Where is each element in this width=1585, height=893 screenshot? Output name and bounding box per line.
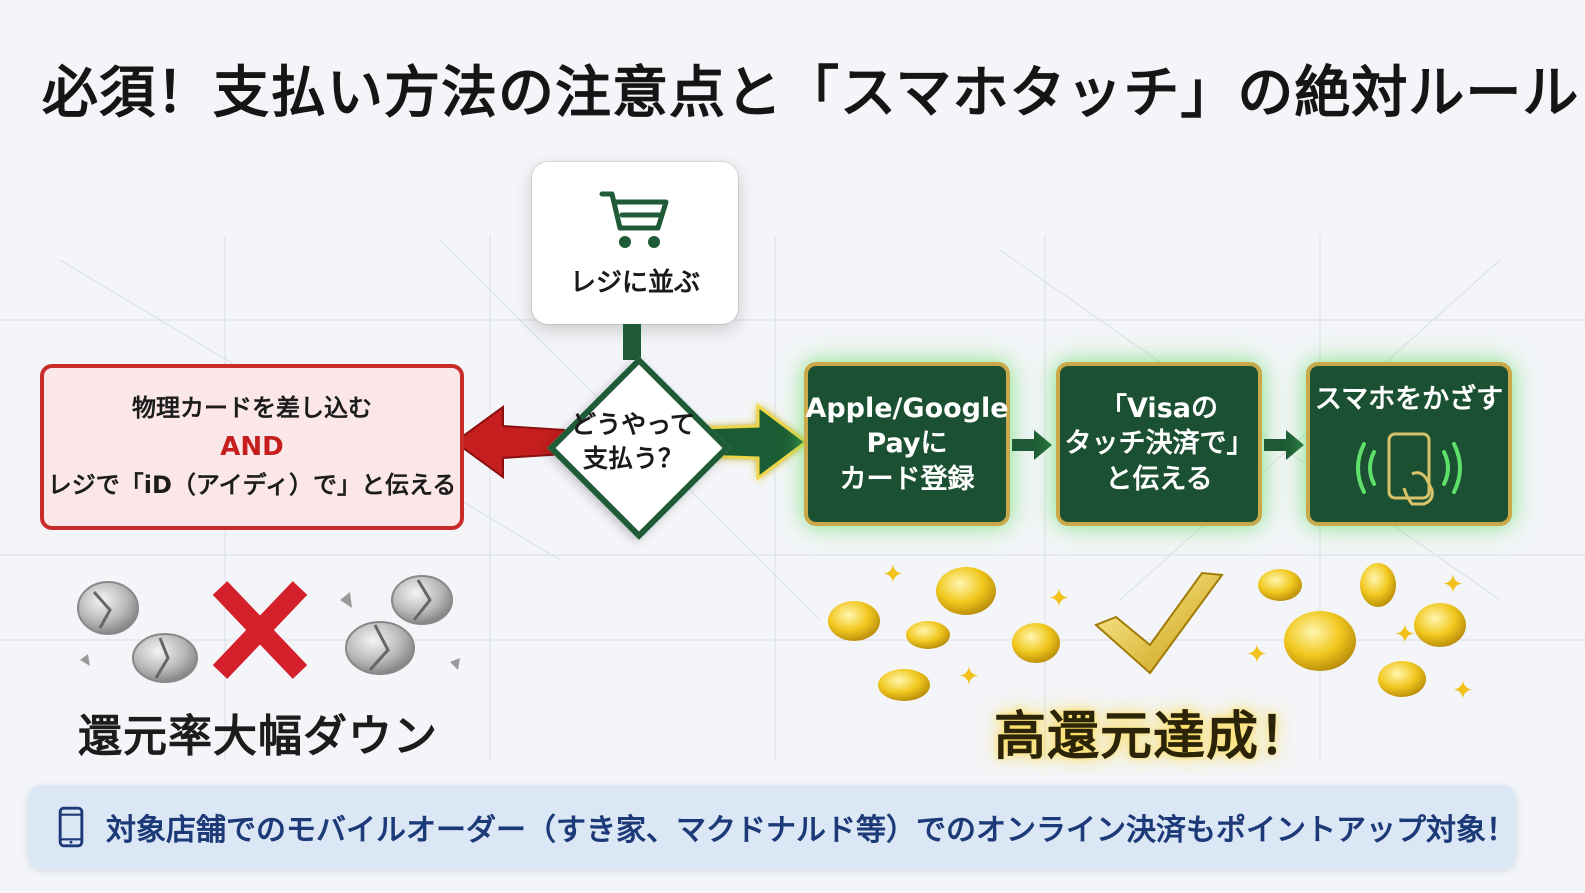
smartphone-icon	[58, 806, 84, 848]
good-result-label: 高還元達成！	[994, 707, 1313, 767]
start-card: レジに並ぶ	[532, 162, 738, 324]
step3-line1: スマホをかざす	[1314, 384, 1504, 416]
gold-coins-icon	[828, 563, 1466, 701]
step1-line1: Apple/Google	[805, 393, 1009, 425]
broken-coins-icon	[77, 575, 460, 683]
red-x-mark	[212, 581, 308, 679]
connector-stem	[623, 324, 641, 360]
step2-line2: タッチ決済で」	[1064, 428, 1254, 460]
step-arrow-1	[1012, 430, 1052, 460]
sparkle-1: ✦	[882, 560, 904, 590]
phone-tap-icon	[1356, 432, 1462, 506]
sparkle-3: ✦	[1048, 584, 1070, 614]
bad-result-label: 還元率大幅ダウン	[78, 711, 438, 762]
decision-line2: 支払う？	[582, 444, 683, 473]
sparkle-5: ✦	[1394, 620, 1416, 650]
decision-line1: どうやって	[571, 410, 695, 440]
sparkle-7: ✦	[1452, 676, 1474, 706]
step-card-register: Apple/Google Payに カード登録	[804, 362, 1010, 526]
note-bar: 対象店舗でのモバイルオーダー（すき家、マクドナルド等）でのオンライン決済もポイン…	[28, 785, 1516, 869]
step-card-tap-phone: スマホをかざす	[1306, 362, 1512, 526]
step1-line3: カード登録	[839, 463, 975, 495]
bad-path-card: 物理カードを差し込む AND レジで「iD（アイディ）で」と伝える	[40, 364, 464, 530]
step1-line2: Payに	[866, 428, 948, 460]
red-arrow-left	[455, 405, 565, 479]
gold-check-mark	[1094, 571, 1224, 675]
sparkle-2: ✦	[958, 662, 980, 692]
page-title: 必須！支払い方法の注意点と「スマホタッチ」の絶対ルール	[42, 61, 1580, 126]
sparkle-4: ✦	[1246, 640, 1268, 670]
bad-path-line2: レジで「iD（アイディ）で」と伝える	[47, 471, 457, 500]
step2-line1: 「Visaの	[1100, 393, 1218, 425]
step-card-tell-visa: 「Visaの タッチ決済で」 と伝える	[1056, 362, 1262, 526]
sparkle-6: ✦	[1442, 570, 1464, 600]
bad-path-line1: 物理カードを差し込む	[132, 393, 372, 422]
shopping-cart-icon	[599, 191, 669, 248]
start-label: レジに並ぶ	[569, 267, 700, 298]
decision-diamond: どうやって 支払う？	[547, 356, 731, 540]
note-text: 対象店舗でのモバイルオーダー（すき家、マクドナルド等）でのオンライン決済もポイン…	[106, 813, 1516, 848]
bad-path-connector: AND	[220, 431, 284, 462]
step2-line3: と伝える	[1105, 463, 1213, 495]
step-arrow-2	[1264, 430, 1304, 460]
